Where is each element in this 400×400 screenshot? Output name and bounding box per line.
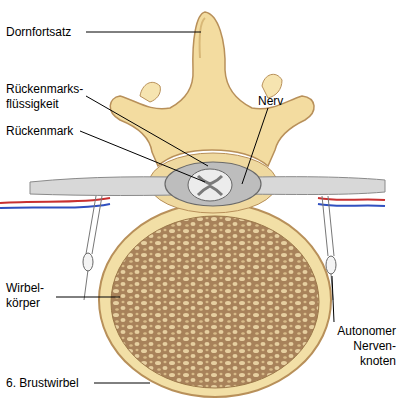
ganglion [326, 256, 336, 274]
leader-line [332, 276, 334, 322]
leader-line [56, 297, 120, 298]
cancellous-bone [111, 216, 319, 388]
part-label: Wirbel- körper [6, 281, 56, 311]
leader-line [242, 108, 268, 184]
gray-matter [198, 176, 222, 195]
leader-line [86, 32, 201, 33]
sympathetic-trunk [84, 270, 88, 300]
part-label: Nerv [258, 94, 283, 109]
vertebral-arch [110, 12, 314, 166]
leader-line [86, 96, 208, 166]
part-label: Dornfortsatz [6, 25, 71, 40]
ramus [322, 196, 334, 256]
part-label: 6. Brustwirbel [6, 376, 79, 391]
spinal-cord [188, 169, 232, 201]
bone-shading [200, 18, 205, 58]
vein [0, 204, 110, 208]
part-label: Rückenmarks- flüssigkeit [6, 82, 88, 112]
vein [318, 204, 385, 206]
part-label: Rückenmark [6, 124, 73, 139]
epidural-space [149, 153, 277, 213]
articular-process [140, 82, 160, 102]
dura-csf [165, 162, 261, 206]
vertebral-body [99, 203, 331, 397]
ramus [86, 196, 102, 254]
part-label: Autonomer Nerven- knoten [328, 324, 396, 369]
artery [0, 198, 110, 203]
ganglion [83, 253, 93, 271]
leader-line [80, 131, 205, 182]
leader-line [94, 383, 150, 384]
